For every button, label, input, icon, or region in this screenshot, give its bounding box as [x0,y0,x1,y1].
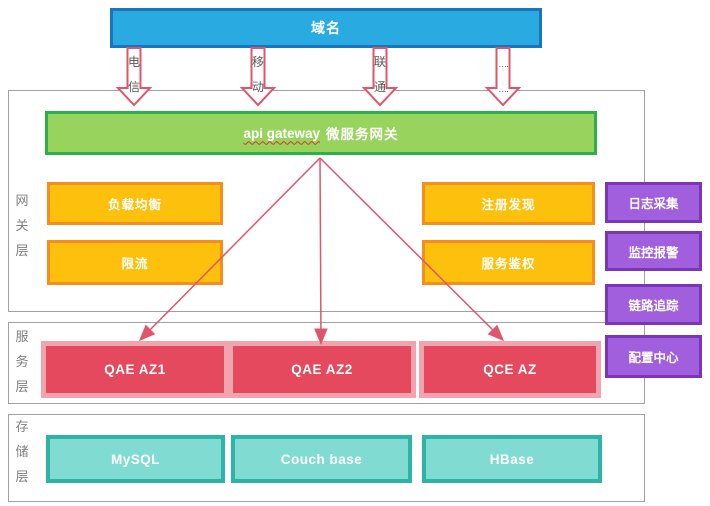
unicom-label-char: 通 [373,80,387,94]
log-collect-box: 日志采集 [605,182,702,223]
mobile-label-char: 动 [251,80,265,94]
others-label-dots: …. [498,84,508,94]
layer-label-char: 层 [15,379,29,394]
qce-az-label: QCE AZ [483,362,537,377]
unicom-label-char: 联 [373,55,387,69]
layer-label-char: 服 [15,329,29,344]
load-balance-box: 负载均衡 [47,182,223,225]
couchbase-label: Couch base [280,451,363,467]
mobile-label-char: 移 [251,55,265,69]
service-registry-label: 注册发现 [481,198,536,212]
telecom-label-char: 信 [127,80,141,94]
domain-box-label: 域名 [311,20,341,36]
log-collect-label: 日志采集 [628,197,679,211]
trace-box: 链路追踪 [605,284,702,325]
api-gateway-label-zh: 微服务网关 [326,127,399,142]
mysql-label: MySQL [110,451,160,467]
domain-box: 域名 [110,8,542,48]
layer-label-char: 网 [15,193,29,208]
service-auth-label: 服务鉴权 [481,257,536,271]
service-registry-box: 注册发现 [422,182,595,225]
hbase-box: HBase [422,435,602,483]
trace-label: 链路追踪 [628,299,679,313]
api-gateway-label-en: api gateway [243,125,321,141]
layer-label-char: 务 [15,354,29,369]
storage-layer-label: 存 储 层 [12,420,32,483]
rate-limit-label: 限流 [121,257,149,271]
layer-label-char: 层 [15,243,29,258]
gateway-layer-label: 网 关 层 [12,194,32,257]
monitor-alert-box: 监控报警 [605,231,702,271]
layer-label-char: 层 [15,469,29,484]
layer-label-char: 关 [15,218,29,233]
load-balance-label: 负载均衡 [107,198,162,212]
qae-az2-box: QAE AZ2 [228,341,416,398]
qce-az-box: QCE AZ [419,341,601,398]
layer-label-char: 存 [15,419,29,434]
others-label-dots: …. [498,59,508,69]
monitor-alert-label: 监控报警 [628,245,679,260]
service-auth-box: 服务鉴权 [422,240,595,285]
config-center-box: 配置中心 [605,335,702,378]
layer-label-char: 储 [15,444,29,459]
hbase-label: HBase [489,451,535,467]
rate-limit-box: 限流 [47,240,223,285]
qae-az2-label: QAE AZ2 [291,362,353,377]
api-gateway-box: api gateway 微服务网关 [45,111,597,155]
qae-az1-label: QAE AZ1 [104,362,166,377]
mysql-box: MySQL [46,435,225,483]
telecom-label-char: 电 [127,55,141,69]
config-center-label: 配置中心 [628,351,679,365]
service-layer-label: 服 务 层 [12,330,32,393]
qae-az1-box: QAE AZ1 [41,341,229,398]
couchbase-box: Couch base [231,435,412,483]
